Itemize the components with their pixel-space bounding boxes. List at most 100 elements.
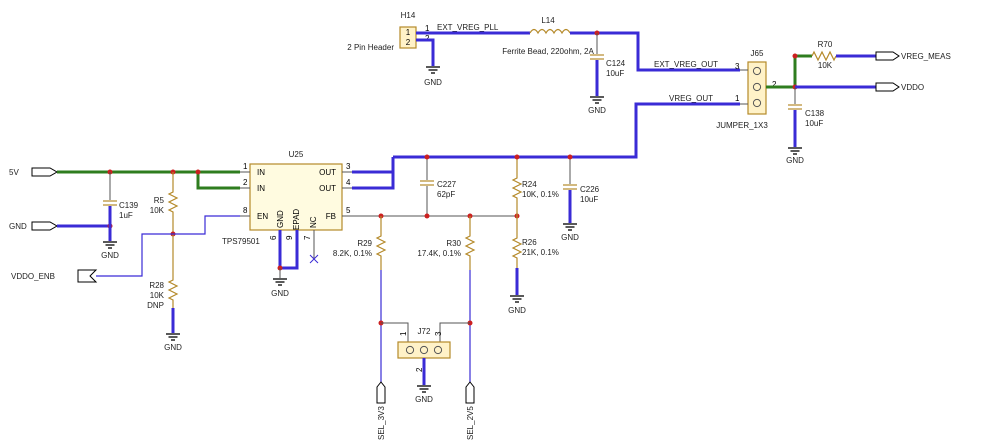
- port-sel-3v3-label: SEL_3V3: [377, 406, 386, 440]
- port-vddo-enb: VDDO_ENB: [11, 269, 98, 283]
- u25-gnd-name: GND: [276, 210, 285, 228]
- u25-out2-name: OUT: [319, 184, 336, 193]
- u25-in1-num: 1: [243, 162, 248, 171]
- r30-ref: R30: [446, 239, 461, 248]
- port-sel-2v5: SEL_2V5: [465, 381, 475, 440]
- l14-ref: L14: [541, 16, 555, 25]
- port-5v-label: 5V: [9, 168, 19, 177]
- c138-value: 10uF: [805, 119, 823, 128]
- net-ext-vreg-pll: EXT_VREG_PLL: [437, 23, 499, 32]
- r29-ref: R29: [357, 239, 372, 248]
- net-vreg-out: VREG_OUT: [669, 94, 713, 103]
- r5-resistor: R5 10K: [150, 172, 179, 234]
- j65-pin-2: 2: [772, 80, 777, 89]
- u25-gnd-label: GND: [271, 289, 289, 298]
- u25-fb-num: 5: [346, 206, 351, 215]
- c124-capacitor: C124 10uF GND: [588, 33, 626, 115]
- vreg-meas-port: VREG_MEAS: [875, 51, 951, 61]
- u25-part: TPS79501: [222, 237, 260, 246]
- port-sel-2v5-label: SEL_2V5: [466, 406, 475, 440]
- r30-value: 17.4K, 0.1%: [417, 249, 461, 258]
- c226-ref: C226: [580, 185, 600, 194]
- r5-value: 10K: [150, 206, 165, 215]
- c139-capacitor: C139 1uF GND: [101, 172, 139, 260]
- r26-resistor: R26 21K, 0.1%: [511, 216, 559, 268]
- h14-pin-1-inner: 1: [406, 28, 411, 37]
- h14-pin-1: 1: [425, 24, 430, 33]
- port-5v: 5V: [9, 167, 59, 177]
- r28-resistor: R28 10K DNP: [147, 234, 179, 310]
- r24-resistor: R24 10K, 0.1%: [511, 157, 559, 216]
- u25-ref: U25: [289, 150, 304, 159]
- c226-gnd-label: GND: [561, 233, 579, 242]
- port-gnd: GND: [9, 221, 59, 231]
- u25-in2-name: IN: [257, 184, 265, 193]
- vddo-label: VDDO: [901, 83, 924, 92]
- l14-ferrite: L14 Ferrite Bead, 220ohm, 2A: [502, 16, 594, 56]
- c227-ref: C227: [437, 180, 457, 189]
- r28-gnd-label: GND: [164, 343, 182, 352]
- port-sel-3v3: SEL_3V3: [376, 381, 386, 440]
- c139-gnd-label: GND: [101, 251, 119, 260]
- j65-jumper: J65 JUMPER_1X3 3 2 1: [716, 49, 777, 130]
- r24-value: 10K, 0.1%: [522, 190, 559, 199]
- h14-pin-2-inner: 2: [406, 38, 411, 47]
- r26-ref: R26: [522, 238, 537, 247]
- c139-ref: C139: [119, 201, 139, 210]
- port-gnd-label: GND: [9, 222, 27, 231]
- vreg-meas-label: VREG_MEAS: [901, 52, 951, 61]
- r29-value: 8.2K, 0.1%: [333, 249, 372, 258]
- j72-ref: J72: [418, 327, 431, 336]
- j72-gnd-label: GND: [415, 395, 433, 404]
- j65-ref: J65: [751, 49, 764, 58]
- u25-en-num: 8: [243, 206, 248, 215]
- c139-value: 1uF: [119, 211, 133, 220]
- u25-gnd-num: 6: [269, 235, 278, 240]
- j65-pin-1: 1: [735, 94, 740, 103]
- j72-pin-1: 1: [399, 331, 408, 336]
- h14-ref: H14: [401, 11, 416, 20]
- u25-fb-name: FB: [326, 212, 336, 221]
- u25-epad-num: 9: [285, 235, 294, 240]
- c138-gnd-label: GND: [786, 156, 804, 165]
- u25-nc-num: 7: [303, 235, 312, 240]
- c138-ref: C138: [805, 109, 825, 118]
- h14-gnd-label: GND: [424, 78, 442, 87]
- u25-en-name: EN: [257, 212, 268, 221]
- r70-value: 10K: [818, 61, 833, 70]
- j65-pin-3: 3: [735, 62, 740, 71]
- c226-capacitor: C226 10uF GND: [561, 157, 600, 242]
- r70-resistor: R70 10K: [811, 40, 837, 70]
- u25-in2-num: 2: [243, 178, 248, 187]
- j72-pin-2: 2: [415, 367, 424, 372]
- l14-desc: Ferrite Bead, 220ohm, 2A: [502, 47, 594, 56]
- c124-ref: C124: [606, 59, 626, 68]
- r30-resistor: R30 17.4K, 0.1%: [417, 216, 476, 270]
- u25-out2-num: 4: [346, 178, 351, 187]
- r70-ref: R70: [818, 40, 833, 49]
- r28-value: 10K: [150, 291, 165, 300]
- j65-desc: JUMPER_1X3: [716, 121, 768, 130]
- r26-value: 21K, 0.1%: [522, 248, 559, 257]
- h14-desc: 2 Pin Header: [347, 43, 394, 52]
- r24-ref: R24: [522, 180, 537, 189]
- u25-nc-name: NC: [309, 216, 318, 228]
- u25-out1-num: 3: [346, 162, 351, 171]
- r28-ref: R28: [149, 281, 164, 290]
- c227-capacitor: C227 62pF: [420, 157, 457, 216]
- port-vddo-enb-label: VDDO_ENB: [11, 272, 55, 281]
- u25-regulator: U25 TPS79501 IN IN EN 1 2 8 OUT OUT FB 3…: [222, 150, 352, 246]
- j72-jumper: J72 1 2 3: [397, 327, 451, 372]
- r5-ref: R5: [154, 196, 165, 205]
- net-ext-vreg-out: EXT_VREG_OUT: [654, 60, 718, 69]
- c124-value: 10uF: [606, 69, 624, 78]
- u25-in1-name: IN: [257, 168, 265, 177]
- r28-note: DNP: [147, 301, 164, 310]
- c138-capacitor: C138 10uF GND: [786, 87, 825, 165]
- r26-gnd-label: GND: [508, 306, 526, 315]
- vddo-port: VDDO: [875, 82, 924, 92]
- u25-epad-name: EPAD: [292, 209, 301, 230]
- j72-pin-3: 3: [434, 331, 443, 336]
- c226-value: 10uF: [580, 195, 598, 204]
